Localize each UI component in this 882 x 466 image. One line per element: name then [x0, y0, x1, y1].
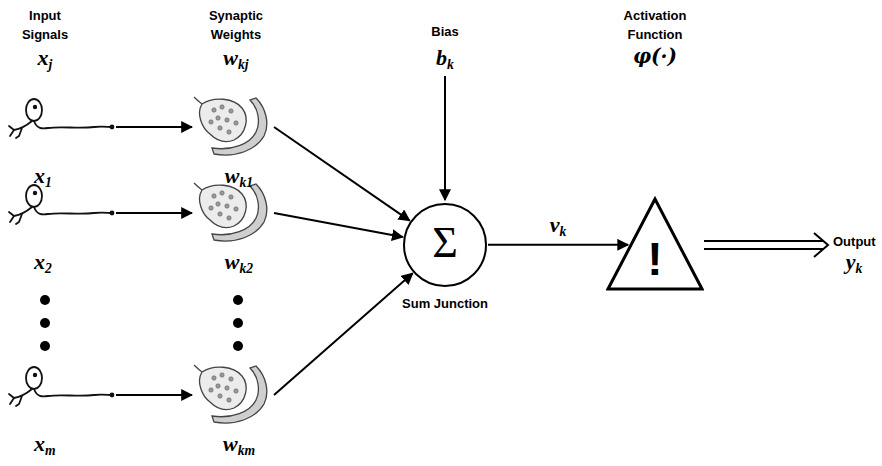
node-symbol: xm — [34, 432, 56, 455]
output-heading: Output — [833, 232, 876, 251]
signal-arrow — [116, 212, 192, 214]
symbol-label: xj — [38, 46, 53, 70]
input-neuron: xm — [4, 364, 116, 455]
synapse-picture — [194, 365, 267, 423]
signal-arrow — [274, 213, 403, 237]
subscript: k1 — [240, 175, 254, 190]
subscript: m — [45, 443, 56, 458]
synapse-node: wkm — [192, 364, 274, 455]
node-symbol: x1 — [34, 164, 52, 187]
synapse-node: wk2 — [192, 182, 274, 273]
node-symbol: Σ — [432, 221, 458, 265]
subscript: kj — [238, 57, 249, 72]
subscript: k — [560, 224, 567, 239]
triangle-outline — [608, 199, 702, 289]
signal-arrow — [116, 126, 192, 128]
symbol-label: yk — [846, 250, 863, 274]
input-neuron: x2 — [4, 182, 116, 273]
column-heading: Synaptic Weights — [194, 6, 278, 44]
neuron-picture — [9, 185, 114, 224]
node-symbol: x2 — [34, 250, 52, 273]
symbol-label: wkj — [223, 46, 248, 70]
synapse-picture — [194, 97, 267, 155]
node-symbol: wkm — [223, 432, 255, 455]
node-symbol: wk2 — [225, 250, 253, 273]
subscript: km — [238, 443, 255, 458]
activation-triangle: ! — [606, 196, 704, 292]
subscript: k2 — [240, 261, 254, 276]
subscript: 1 — [45, 175, 52, 190]
output-double-arrow — [704, 233, 828, 257]
symbol-label: φ(·) — [633, 44, 677, 68]
subscript: k — [855, 261, 862, 276]
sum-junction: ΣSum Junction — [403, 203, 487, 287]
signal-arrow — [116, 394, 192, 396]
subscript: 2 — [45, 261, 52, 276]
column-heading: Input Signals — [13, 6, 77, 44]
node-caption: Sum Junction — [383, 295, 507, 313]
signal-arrow — [488, 244, 628, 246]
bias-arrow — [444, 76, 446, 200]
neuron-picture — [9, 99, 114, 138]
input-neuron: x1 — [4, 96, 116, 187]
subscript: k — [447, 57, 454, 72]
node-symbol: ! — [647, 236, 662, 282]
ellipsis-dots — [40, 295, 243, 351]
node-symbol: wk1 — [225, 164, 253, 187]
signal-arrow — [274, 127, 410, 221]
signal-arrow — [274, 273, 413, 395]
edge-label: vk — [548, 213, 569, 237]
synapse-node: wk1 — [192, 96, 274, 187]
column-heading: Bias — [431, 22, 458, 41]
synapse-picture — [194, 183, 267, 241]
column-heading: Activation Function — [608, 6, 702, 44]
symbol-label: bk — [436, 46, 454, 70]
neuron-picture — [9, 367, 114, 406]
subscript: j — [49, 57, 53, 72]
